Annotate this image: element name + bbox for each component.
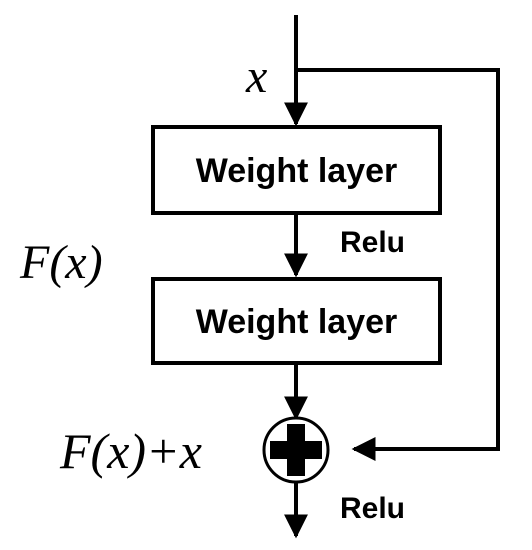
weight-layer-2 — [151, 277, 442, 365]
sum-node — [262, 416, 330, 484]
skip-connection — [296, 68, 500, 461]
plus-icon — [270, 424, 322, 476]
weight-layer-1 — [151, 125, 442, 215]
weight-layer-2-label: Weight layer — [196, 303, 398, 341]
residual-label: F(x) — [19, 236, 103, 289]
output-label: F(x)+x — [59, 423, 202, 479]
relu-label-2: Relu — [340, 492, 405, 525]
weight-layer-1-label: Weight layer — [196, 152, 398, 190]
relu-label-1: Relu — [340, 226, 405, 259]
input-label: x — [245, 50, 267, 103]
